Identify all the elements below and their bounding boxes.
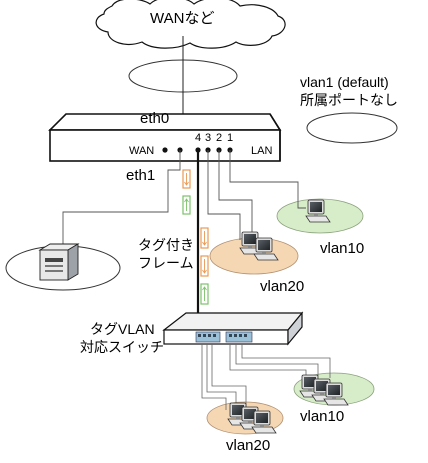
router-icon [48,113,282,162]
port-2-label: 2 [216,132,223,144]
port2-cable [218,150,253,238]
tagged-frame-label-line2: フレーム [138,255,194,271]
port3-cable [207,150,241,240]
switch-cables [201,344,331,410]
vlan-switch-label-line1: タグVLAN [90,321,155,337]
port-4-label: 4 [195,132,202,144]
vlan1-label: vlan1 (default) [300,74,389,90]
port-1-label: 1 [227,132,234,144]
vlan10-top-label: vlan10 [320,240,365,257]
eth1-cable [62,150,181,246]
eth1-label: eth1 [126,167,156,184]
frame-tags-eth1 [182,169,191,215]
tagged-frame-label-line1: タグ付き [138,237,194,253]
eth0-label: eth0 [140,110,170,127]
port-3-label: 3 [205,132,212,144]
vlan1-network-ellipse [306,112,398,144]
wan-port-jack [162,147,168,153]
wan-cloud-label: WANなど [150,10,215,27]
vlan-switch-label-line2: 対応スイッチ [80,339,164,355]
port1-cable [229,150,306,209]
wan-cloud [95,0,286,49]
server-icon [38,243,80,281]
lan-port-label: LAN [251,145,273,157]
switch-icon [162,311,304,346]
vlan20-top-label: vlan20 [260,278,305,295]
wan-port-label: WAN [129,145,155,157]
tagged-frames [200,227,209,305]
vlan20-bottom-label: vlan20 [226,437,271,454]
vlan10-bottom-label: vlan10 [300,408,345,425]
vlan1-note-label: 所属ポートなし [300,92,398,108]
